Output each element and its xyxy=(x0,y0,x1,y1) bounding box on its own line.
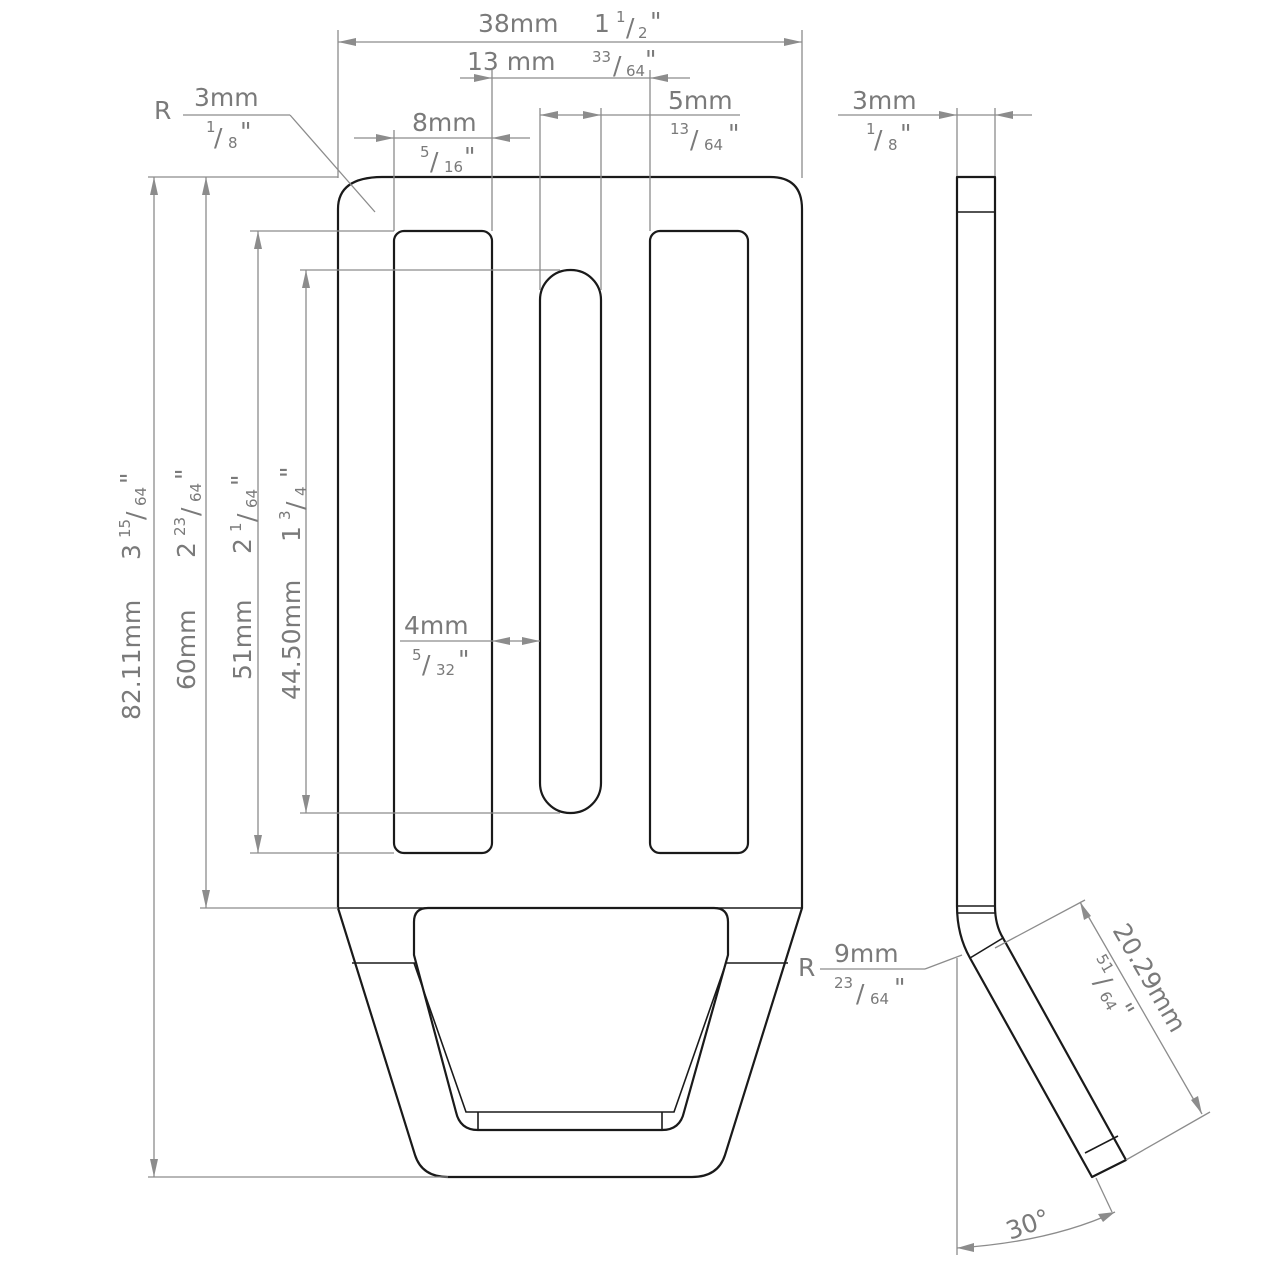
bend-radius-quote: " xyxy=(894,973,906,1002)
overall-length-quote: " xyxy=(115,473,144,485)
svg-text:/: / xyxy=(214,123,223,152)
overall-length-den: 64 xyxy=(132,487,150,506)
thickness-num: 1 xyxy=(866,120,876,138)
svg-text:/: / xyxy=(422,650,431,679)
thickness-quote: " xyxy=(900,119,912,148)
overall-width-den: 2 xyxy=(638,24,648,42)
bend-radius-metric: 9mm xyxy=(834,939,899,968)
svg-text:/: / xyxy=(626,13,635,42)
corner-radius-den: 8 xyxy=(228,134,238,152)
front-view xyxy=(336,175,804,1179)
center-slot-length-quote: " xyxy=(275,467,304,479)
svg-text:/: / xyxy=(176,507,205,516)
slot-offset-metric: 13 mm xyxy=(467,47,555,76)
body-length-quote: " xyxy=(170,469,199,481)
center-slot-width-num: 13 xyxy=(670,120,689,138)
center-slot-length-whole: 1 xyxy=(277,526,306,542)
center-slot xyxy=(538,268,603,815)
corner-radius-quote: " xyxy=(240,117,252,146)
bend-angle-label: 30° xyxy=(1002,1203,1054,1245)
outer-slot-length-den: 64 xyxy=(243,489,261,508)
dimension-labels: 38mm 1 1 / 2 " 13 mm 33 / 64 " R 3mm 1 /… xyxy=(115,7,1192,1246)
gap-quote: " xyxy=(458,645,470,674)
center-slot-width-den: 64 xyxy=(704,136,723,154)
svg-text:/: / xyxy=(232,513,261,522)
overall-length-metric: 82.11mm xyxy=(117,600,146,720)
corner-radius-prefix: R xyxy=(154,96,171,125)
side-tip-line xyxy=(1084,1135,1119,1154)
dimension-lines xyxy=(148,30,1211,1255)
bend-radius-prefix: R xyxy=(798,953,815,982)
corner-radius-num: 1 xyxy=(206,118,216,136)
svg-text:/: / xyxy=(856,979,865,1008)
center-slot-length-num: 3 xyxy=(276,510,294,520)
body-length-den: 64 xyxy=(187,483,205,502)
left-slot-width-quote: " xyxy=(464,142,476,171)
left-slot-width-den: 16 xyxy=(444,158,463,176)
overall-width-quote: " xyxy=(650,7,662,36)
center-slot-width-quote: " xyxy=(728,119,740,148)
front-outline xyxy=(336,175,804,1179)
svg-text:/: / xyxy=(613,51,622,80)
left-slot xyxy=(392,229,494,855)
overall-width-whole: 1 xyxy=(594,9,610,38)
slot-offset-den: 64 xyxy=(626,62,645,80)
gap-num: 5 xyxy=(412,646,422,664)
side-bend-end xyxy=(969,937,1004,959)
gap-den: 32 xyxy=(436,661,455,679)
bottom-window-inner xyxy=(413,962,727,1113)
slot-offset-num: 33 xyxy=(592,48,611,66)
side-view xyxy=(955,175,1128,1179)
bend-radius-den: 64 xyxy=(870,990,889,1008)
body-length-whole: 2 xyxy=(172,542,201,558)
svg-text:/: / xyxy=(281,501,310,510)
center-slot-length-metric: 44.50mm xyxy=(277,580,306,700)
center-slot-width-metric: 5mm xyxy=(668,86,733,115)
side-outline xyxy=(955,175,1128,1179)
left-slot-width-metric: 8mm xyxy=(412,108,477,137)
outer-slot-length-num: 1 xyxy=(227,522,245,532)
thickness-metric: 3mm xyxy=(852,86,917,115)
svg-text:/: / xyxy=(121,511,150,520)
svg-text:/: / xyxy=(430,147,439,176)
outer-slot-length-quote: " xyxy=(226,475,255,487)
overall-length-num: 15 xyxy=(116,519,134,538)
gap-metric: 4mm xyxy=(404,611,469,640)
outer-slot-length-metric: 51mm xyxy=(228,599,257,680)
bend-radius-num: 23 xyxy=(834,974,853,992)
corner-radius-metric: 3mm xyxy=(194,83,259,112)
svg-text:/: / xyxy=(690,125,699,154)
overall-length-whole: 3 xyxy=(117,544,146,560)
slot-offset-quote: " xyxy=(645,45,657,74)
right-slot xyxy=(648,229,750,855)
svg-text:/: / xyxy=(874,125,883,154)
overall-width-num: 1 xyxy=(616,8,626,26)
left-slot-width-num: 5 xyxy=(420,143,430,161)
center-slot-length-den: 4 xyxy=(292,486,310,496)
outer-slot-length-whole: 2 xyxy=(228,538,257,554)
thickness-den: 8 xyxy=(888,136,898,154)
body-length-num: 23 xyxy=(171,517,189,536)
body-length-metric: 60mm xyxy=(172,609,201,690)
overall-width-metric: 38mm xyxy=(478,9,559,38)
